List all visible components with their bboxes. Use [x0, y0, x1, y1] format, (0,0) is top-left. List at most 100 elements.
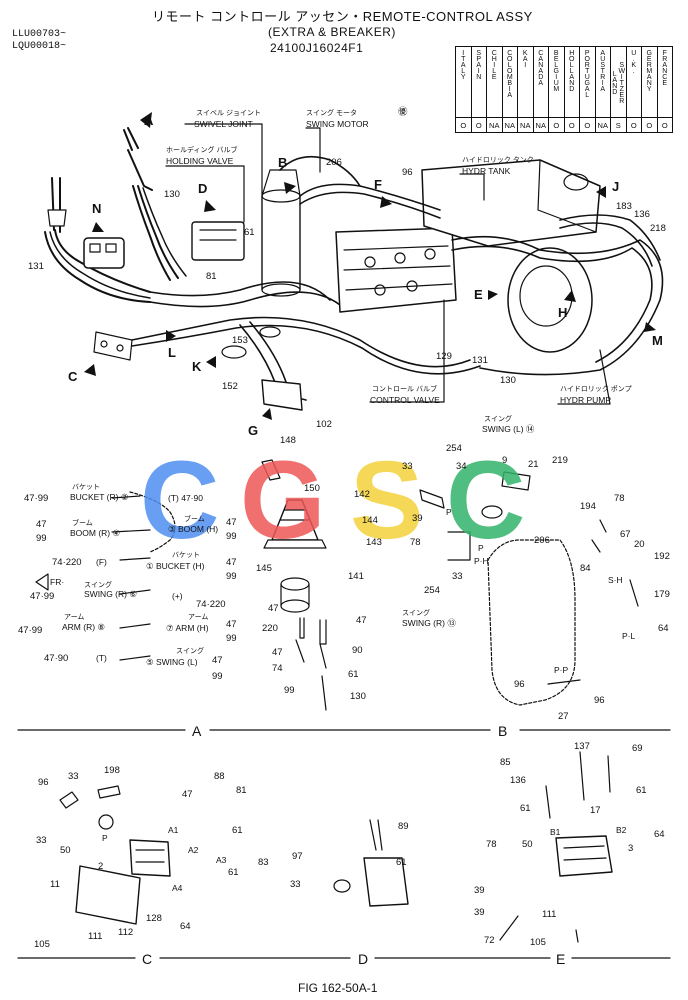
country-name: COLOMBIA	[506, 50, 514, 98]
part-number-label: 84	[580, 563, 591, 574]
section-label-e: E	[556, 951, 566, 967]
part-number-label: 33	[290, 879, 301, 890]
port-label: P	[478, 543, 484, 553]
part-number-label: 219	[552, 455, 568, 466]
part-number-label: 27	[558, 711, 569, 722]
callout-hydr-tank-jp: ハイドロリック タンク	[462, 157, 534, 164]
country-name: KAI	[521, 50, 529, 68]
part-number-label: 148	[280, 435, 296, 446]
part-number-label: 99	[226, 571, 237, 582]
control-label: (T) 47·90	[168, 493, 203, 503]
part-number-label: 11	[50, 879, 60, 890]
control-label: ① BUCKET (H)	[146, 561, 205, 571]
country-code: O	[579, 117, 596, 133]
country-name: SWITZER LAND	[611, 61, 626, 104]
part-number-label: 99	[284, 685, 295, 696]
part-number-label: 64	[654, 829, 665, 840]
part-number-label: 47·99	[18, 625, 43, 636]
part-number-label: 33	[68, 771, 79, 782]
part-number-label: 3	[628, 843, 634, 854]
part-number-label: 2	[98, 861, 104, 872]
label-jp: アーム	[188, 614, 209, 621]
control-label: ⑦ ARM (H)	[166, 623, 209, 633]
part-number-label: 72	[484, 935, 495, 946]
part-number-label: 96	[402, 167, 413, 178]
part-number-label: 47	[272, 647, 283, 658]
label-jp: スイング	[84, 582, 112, 589]
label-jp: アーム	[64, 614, 85, 621]
part-number-label: 47·99	[30, 591, 55, 602]
part-number-label: 74	[272, 663, 283, 674]
part-number-label: 99	[212, 671, 223, 682]
view-letter-d: D	[198, 181, 208, 196]
part-number-label: 47	[226, 517, 237, 528]
part-number-label: 47	[212, 655, 223, 666]
port-label: S·H	[608, 575, 623, 585]
port-label: P·P	[554, 665, 569, 675]
figure-number: FIG 162-50A-1	[298, 981, 378, 995]
label-jp: スイング	[176, 648, 204, 655]
part-number-label: 112	[118, 927, 134, 938]
part-number-label: 102	[316, 419, 332, 430]
part-number-label: 33	[452, 571, 463, 582]
serial-range: LQU00018~	[12, 41, 67, 52]
port-label: A4	[172, 883, 183, 893]
diagram-subtitle: (EXTRA & BREAKER)	[268, 25, 396, 39]
view-letter-j: J	[612, 179, 620, 194]
diagram-title: リモート コントロール アッセン・REMOTE-CONTROL ASSY	[152, 9, 533, 24]
port-label: P	[102, 833, 108, 843]
country-name: U.K.	[630, 50, 638, 74]
part-number-label: 61	[244, 227, 255, 238]
control-label: (T)	[96, 653, 107, 663]
view-letter-f: F	[374, 177, 382, 192]
part-number-label: 152	[222, 381, 238, 392]
part-number-label: 47	[36, 519, 47, 530]
section-label-b: B	[498, 723, 508, 739]
country-code: NA	[501, 117, 518, 133]
part-number-label: 61	[348, 669, 359, 680]
part-number-label: 130	[500, 375, 516, 386]
part-number-label: 96	[594, 695, 605, 706]
part-number-label: 99	[226, 531, 237, 542]
part-number-label: 206	[326, 157, 342, 168]
part-number-label: 39	[474, 885, 485, 896]
country-code: NA	[486, 117, 503, 133]
callout-swing-motor-jp: スイング モータ	[306, 110, 357, 117]
part-number-label: 99	[36, 533, 47, 544]
part-number-label: 111	[88, 931, 103, 942]
control-label: SWING (L) ⑭	[482, 424, 535, 434]
country-code: O	[470, 117, 487, 133]
part-number-label: 111	[542, 909, 557, 920]
country-code: NA	[517, 117, 534, 133]
view-letter-g: G	[248, 423, 259, 438]
part-number-label: 34	[456, 461, 467, 472]
part-number-label: 47	[226, 619, 237, 630]
port-label: A2	[188, 845, 199, 855]
control-label: ⑤ SWING (L)	[146, 657, 198, 667]
control-label: ③ BOOM (H)	[168, 524, 219, 534]
part-number-label: 179	[654, 589, 670, 600]
port-label: B1	[550, 827, 561, 837]
part-number-label: 254	[424, 585, 440, 596]
part-number-label: 61	[396, 857, 407, 868]
corner-mark: ㊝	[398, 107, 408, 118]
part-number-label: 254	[446, 443, 462, 454]
callout-control-valve: CONTROL VALVE	[370, 395, 440, 405]
part-number-label: 150	[304, 483, 320, 494]
port-label: P	[446, 507, 452, 517]
watermark-letter: S	[350, 439, 424, 562]
part-number-label: 192	[654, 551, 670, 562]
part-number-label: 128	[146, 913, 162, 924]
view-letter-l: L	[168, 345, 176, 360]
country-code: O	[656, 117, 673, 133]
part-number-label: 89	[398, 821, 409, 832]
part-number-label: 130	[350, 691, 366, 702]
control-label: SWING (R) ⑥	[84, 589, 137, 599]
part-number-label: 81	[236, 785, 247, 796]
view-letter-h: H	[558, 305, 568, 320]
part-number-label: 141	[348, 571, 364, 582]
label-jp: スイング	[402, 610, 430, 617]
watermark-letter: G	[240, 439, 326, 562]
